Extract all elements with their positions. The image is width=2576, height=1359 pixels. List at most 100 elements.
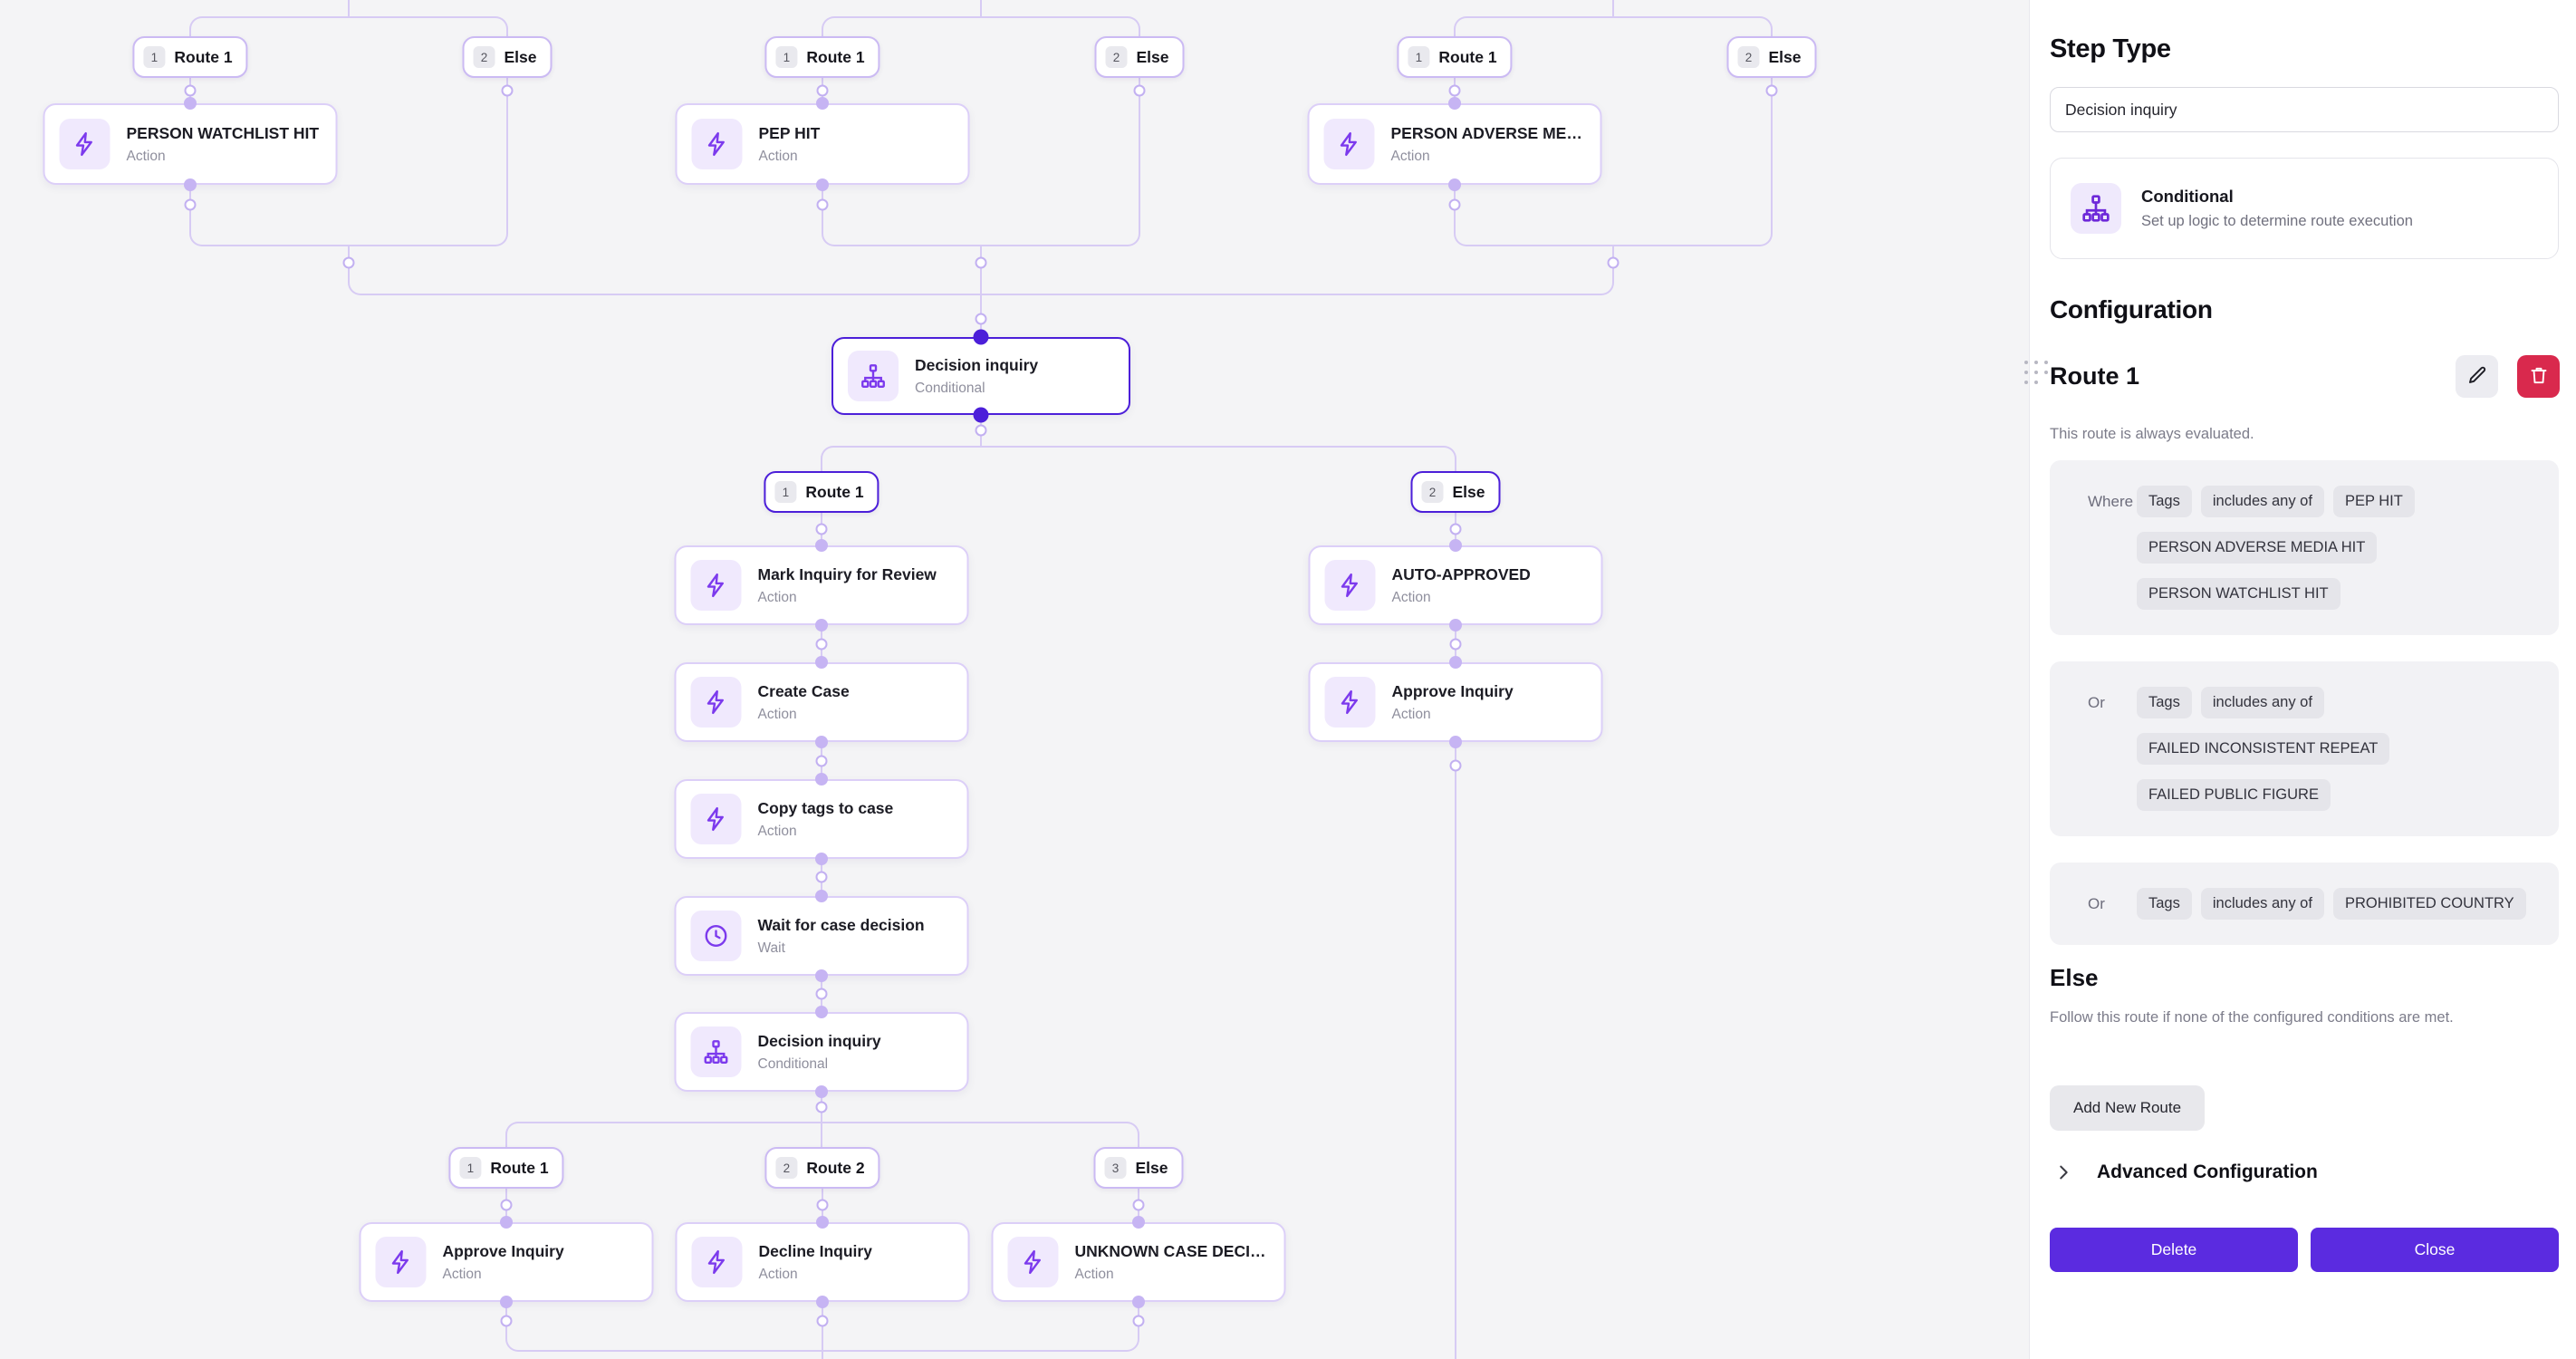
lightning-icon [1007, 1237, 1059, 1287]
route-badge-label: Else [504, 47, 537, 66]
node-title: Wait for case decision [757, 915, 925, 934]
lightning-icon [691, 119, 743, 169]
edge-line [1612, 246, 1614, 265]
route-badge-number: 1 [774, 481, 797, 503]
node-title: Mark Inquiry for Review [757, 564, 937, 583]
flow-node-n_pam[interactable]: PERSON ADVERSE MEDI…Action [1307, 103, 1602, 185]
node-title: Approve Inquiry [442, 1241, 564, 1260]
edge-connector [1133, 84, 1146, 97]
condition-group-label: Or [2088, 895, 2105, 912]
node-port [816, 178, 829, 191]
edge-line [1139, 78, 1140, 225]
edge-connector [816, 84, 829, 97]
edge-connector [975, 256, 987, 269]
route-badge-number: 1 [1408, 46, 1430, 68]
route-badge-number: 2 [1105, 46, 1128, 68]
edge-merge [1454, 225, 1773, 246]
route-badge-bb1[interactable]: 1 Route 1 [448, 1147, 564, 1189]
edge-connector [1765, 84, 1778, 97]
node-subtitle: Action [758, 1266, 798, 1282]
route-badge-number: 2 [775, 1157, 798, 1179]
condition-chip: includes any of [2200, 888, 2324, 920]
node-port [973, 407, 989, 423]
node-subtitle: Action [442, 1266, 482, 1282]
flow-node-n_unk[interactable]: UNKNOWN CASE DECISI…Action [991, 1222, 1286, 1302]
step-name-input[interactable] [2050, 87, 2559, 132]
node-port [1448, 97, 1461, 110]
chevron-right-icon [2053, 1162, 2073, 1182]
route-badge-number: 1 [775, 46, 798, 68]
step-type-card[interactable]: Conditional Set up logic to determine ro… [2050, 158, 2559, 259]
delete-step-button[interactable]: Delete [2050, 1228, 2298, 1272]
edge-connector [815, 755, 828, 767]
edit-route-button[interactable] [2456, 355, 2498, 398]
edge-line [348, 0, 350, 16]
node-port [1449, 539, 1462, 552]
route-badge-label: Else [1452, 482, 1485, 501]
route-badge-number: 1 [459, 1157, 482, 1179]
route-badge-bb2[interactable]: 2 Route 2 [764, 1147, 880, 1189]
lightning-icon [1324, 560, 1376, 611]
condition-group-label: Where [2088, 493, 2134, 510]
edge-merge [505, 1325, 1139, 1352]
drag-handle-icon[interactable] [2024, 361, 2048, 384]
node-port [815, 1085, 828, 1098]
condition-chip: FAILED PUBLIC FIGURE [2137, 779, 2331, 811]
edge-merge [822, 225, 1140, 246]
lightning-icon [690, 677, 742, 728]
edge-connector [1449, 638, 1462, 651]
node-title: PERSON WATCHLIST HIT [126, 123, 320, 142]
close-panel-button[interactable]: Close [2311, 1228, 2559, 1272]
route-badge-label: Route 2 [806, 1158, 865, 1177]
node-port [973, 329, 989, 345]
condition-chip: PERSON ADVERSE MEDIA HIT [2137, 532, 2378, 564]
lightning-icon [375, 1237, 427, 1287]
condition-chip: Tags [2137, 486, 2192, 517]
sitemap-icon [2071, 183, 2121, 234]
route-title: Route 1 [2050, 362, 2140, 390]
edge-connector [815, 523, 828, 535]
node-title: Create Case [757, 681, 850, 700]
route-badge-label: Else [1135, 1158, 1168, 1177]
advanced-configuration-toggle[interactable]: Advanced Configuration [2053, 1161, 2318, 1183]
route-badge-label: Route 1 [490, 1158, 549, 1177]
condition-chip: includes any of [2200, 687, 2324, 718]
node-port [815, 736, 828, 748]
delete-route-button[interactable] [2517, 355, 2560, 398]
edge-connector [184, 198, 197, 211]
node-port [500, 1296, 513, 1308]
edge-connector [975, 313, 987, 325]
condition-chip: includes any of [2200, 486, 2324, 517]
node-subtitle: Action [757, 823, 797, 839]
edge-branch [505, 1122, 1139, 1149]
node-title: Decision inquiry [915, 355, 1039, 374]
node-subtitle: Action [1390, 148, 1430, 164]
add-new-route-button[interactable]: Add New Route [2050, 1085, 2206, 1131]
edge-connector [815, 1101, 828, 1113]
node-port [1132, 1216, 1145, 1229]
condition-chip: FAILED INCONSISTENT REPEAT [2137, 733, 2390, 765]
condition-chip: Tags [2137, 687, 2192, 718]
